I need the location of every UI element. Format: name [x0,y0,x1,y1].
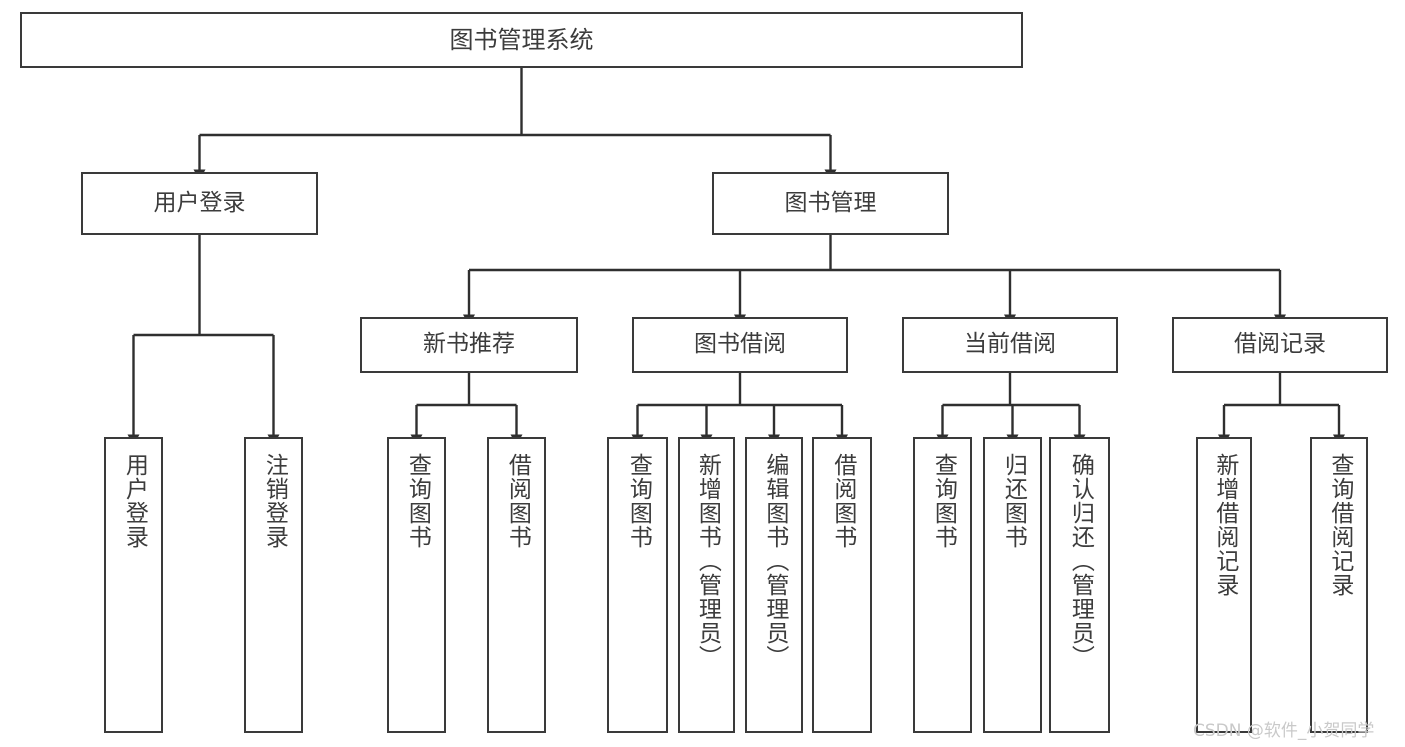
node-borrow-record: 借阅记录 [1172,317,1388,373]
node-root: 图书管理系统 [20,12,1023,68]
connector-group [127,68,1345,446]
node-leaf-user-login: 用户登录 [104,437,163,733]
node-label-leaf-br-query: 查询借阅记录 [1326,453,1353,597]
node-label-current-borrow: 当前借阅 [964,331,1056,358]
node-book-manage: 图书管理 [712,172,949,235]
node-label-root: 图书管理系统 [449,25,594,54]
node-label-book-borrow: 图书借阅 [694,331,786,358]
node-label-leaf-cb-query: 查询图书 [930,453,957,549]
node-label-user-login: 用户登录 [153,189,246,216]
node-label-leaf-bb-query: 查询图书 [625,453,652,549]
node-label-new-book-rec: 新书推荐 [423,331,515,358]
node-leaf-cb-confirm: 确认归还（管理员） [1049,437,1110,733]
node-leaf-rec-query: 查询图书 [387,437,446,733]
node-label-leaf-rec-borrow: 借阅图书 [504,453,531,549]
node-leaf-bb-query: 查询图书 [607,437,668,733]
node-leaf-br-add: 新增借阅记录 [1196,437,1252,733]
node-leaf-cb-return: 归还图书 [983,437,1042,733]
node-label-leaf-bb-borrow: 借阅图书 [829,453,856,549]
node-current-borrow: 当前借阅 [902,317,1118,373]
node-label-leaf-cb-confirm: 确认归还（管理员） [1067,453,1094,669]
node-label-leaf-cb-return: 归还图书 [1000,453,1027,549]
node-leaf-bb-add: 新增图书（管理员） [678,437,735,733]
node-leaf-bb-edit: 编辑图书（管理员） [745,437,803,733]
node-label-leaf-bb-add: 新增图书（管理员） [694,453,721,669]
node-label-leaf-rec-query: 查询图书 [404,453,431,549]
node-leaf-bb-borrow: 借阅图书 [812,437,872,733]
node-leaf-user-logout: 注销登录 [244,437,303,733]
node-label-leaf-br-add: 新增借阅记录 [1211,453,1238,597]
node-label-leaf-user-login: 用户登录 [121,453,148,549]
node-new-book-rec: 新书推荐 [360,317,578,373]
node-label-leaf-user-logout: 注销登录 [261,453,288,549]
node-label-borrow-record: 借阅记录 [1234,331,1326,358]
node-user-login: 用户登录 [81,172,318,235]
node-book-borrow: 图书借阅 [632,317,848,373]
node-label-leaf-bb-edit: 编辑图书（管理员） [761,453,788,669]
node-leaf-cb-query: 查询图书 [913,437,972,733]
node-label-book-manage: 图书管理 [784,189,877,216]
node-leaf-rec-borrow: 借阅图书 [487,437,546,733]
node-leaf-br-query: 查询借阅记录 [1310,437,1368,733]
